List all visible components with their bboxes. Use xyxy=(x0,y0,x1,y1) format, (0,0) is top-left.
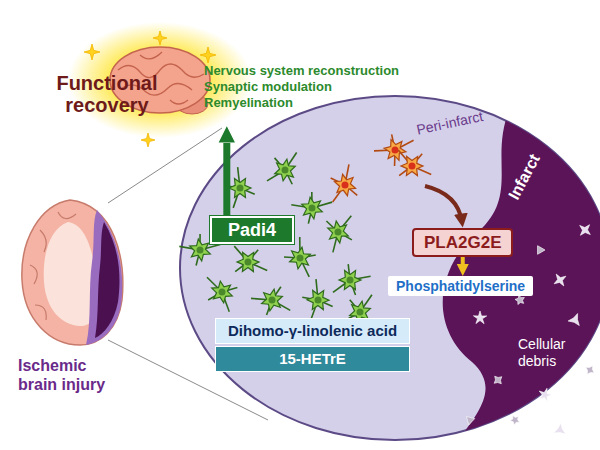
node-body: Nervous system reconstruction Synaptic m… xyxy=(204,63,419,111)
node-label: Dihomo-γ-linolenic acid xyxy=(226,321,399,341)
debris-fragment xyxy=(554,423,566,434)
debris-fragment xyxy=(510,416,519,425)
neuron xyxy=(291,192,332,224)
node-label: Functional recovery xyxy=(48,72,166,116)
secretion-arrow xyxy=(425,186,462,222)
debris-fragment xyxy=(568,314,579,326)
neuron xyxy=(267,153,297,185)
region-label: Cellular debris xyxy=(518,336,588,370)
debris-fragment xyxy=(538,246,546,255)
sparkle xyxy=(141,133,155,147)
molecule-box: 15-HETrE xyxy=(215,346,410,372)
molecule-box: Phosphatidylserine xyxy=(388,276,533,296)
sparkle xyxy=(200,47,216,63)
debris-fragment xyxy=(539,388,552,401)
node-label: 15-HETrE xyxy=(226,349,399,369)
debris-fragment xyxy=(580,225,591,236)
neuron xyxy=(326,216,352,253)
infarct-region xyxy=(443,90,600,450)
peri-infarct-slice xyxy=(86,210,122,345)
neuron xyxy=(207,277,237,311)
neuron xyxy=(234,246,267,271)
neuron xyxy=(331,164,358,202)
connector-arrow xyxy=(461,257,465,270)
debris-fragment xyxy=(515,295,524,304)
debris-fragment xyxy=(554,274,566,286)
debris-fragment xyxy=(494,376,502,384)
neuron xyxy=(333,264,371,295)
neuron xyxy=(251,287,290,315)
connector-arrow xyxy=(223,133,230,216)
recovery-group: Functional recovery Nervous system recons… xyxy=(40,55,420,125)
region-label: Peri-infarct xyxy=(415,108,485,138)
neuron xyxy=(302,279,332,320)
molecule-box: Dihomo-γ-linolenic acid xyxy=(215,318,410,344)
sparkle xyxy=(84,44,100,60)
node-label: Phosphatidylserine xyxy=(396,277,525,295)
region-label: Infarct xyxy=(505,151,544,203)
figure-label: Ischemic brain injury xyxy=(18,356,128,394)
gene-box: PLA2G2E xyxy=(412,228,513,257)
debris-fragment xyxy=(473,311,486,324)
neurons xyxy=(179,134,431,326)
neuron xyxy=(398,150,431,175)
sparkle xyxy=(153,31,167,45)
infarct-slice xyxy=(95,222,119,338)
debris-fragment xyxy=(586,366,594,374)
gene-box: Padi4 xyxy=(210,216,294,244)
node-label: Padi4 xyxy=(228,219,276,241)
gyri xyxy=(30,212,76,320)
debris-fragment xyxy=(466,417,474,425)
brain-slice xyxy=(22,200,123,345)
node-label: PLA2G2E xyxy=(424,232,501,253)
